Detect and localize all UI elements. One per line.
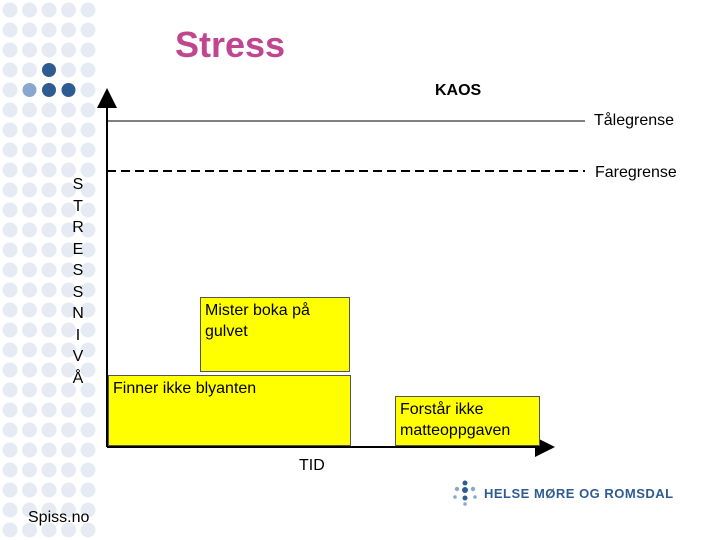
danger-limit-label: Faregrense xyxy=(595,164,677,181)
event-text: Finner ikke blyanten xyxy=(113,380,257,397)
y-axis-label: S T R E S S N I V Å xyxy=(72,176,84,387)
event-text: Forstår ikke matteoppgaven xyxy=(400,401,511,439)
event-box-math-task: Forstår ikke matteoppgaven xyxy=(395,396,540,446)
event-box-lost-book: Mister boka på gulvet xyxy=(200,297,350,372)
event-box-missing-pencil: Finner ikke blyanten xyxy=(108,375,351,446)
x-axis-label: TID xyxy=(299,457,325,474)
hospital-logo: HELSE MØRE OG ROMSDAL xyxy=(452,480,674,506)
footer-source: Spiss.no xyxy=(28,509,90,526)
chaos-label: KAOS xyxy=(435,82,482,99)
logo-dots-icon xyxy=(453,480,477,506)
slide-title: Stress xyxy=(175,24,286,65)
logo-text: HELSE MØRE OG ROMSDAL xyxy=(484,485,674,501)
decorative-dot-pattern xyxy=(2,2,96,538)
tolerance-limit-label: Tålegrense xyxy=(594,112,675,129)
event-text: Mister boka på gulvet xyxy=(205,302,310,340)
